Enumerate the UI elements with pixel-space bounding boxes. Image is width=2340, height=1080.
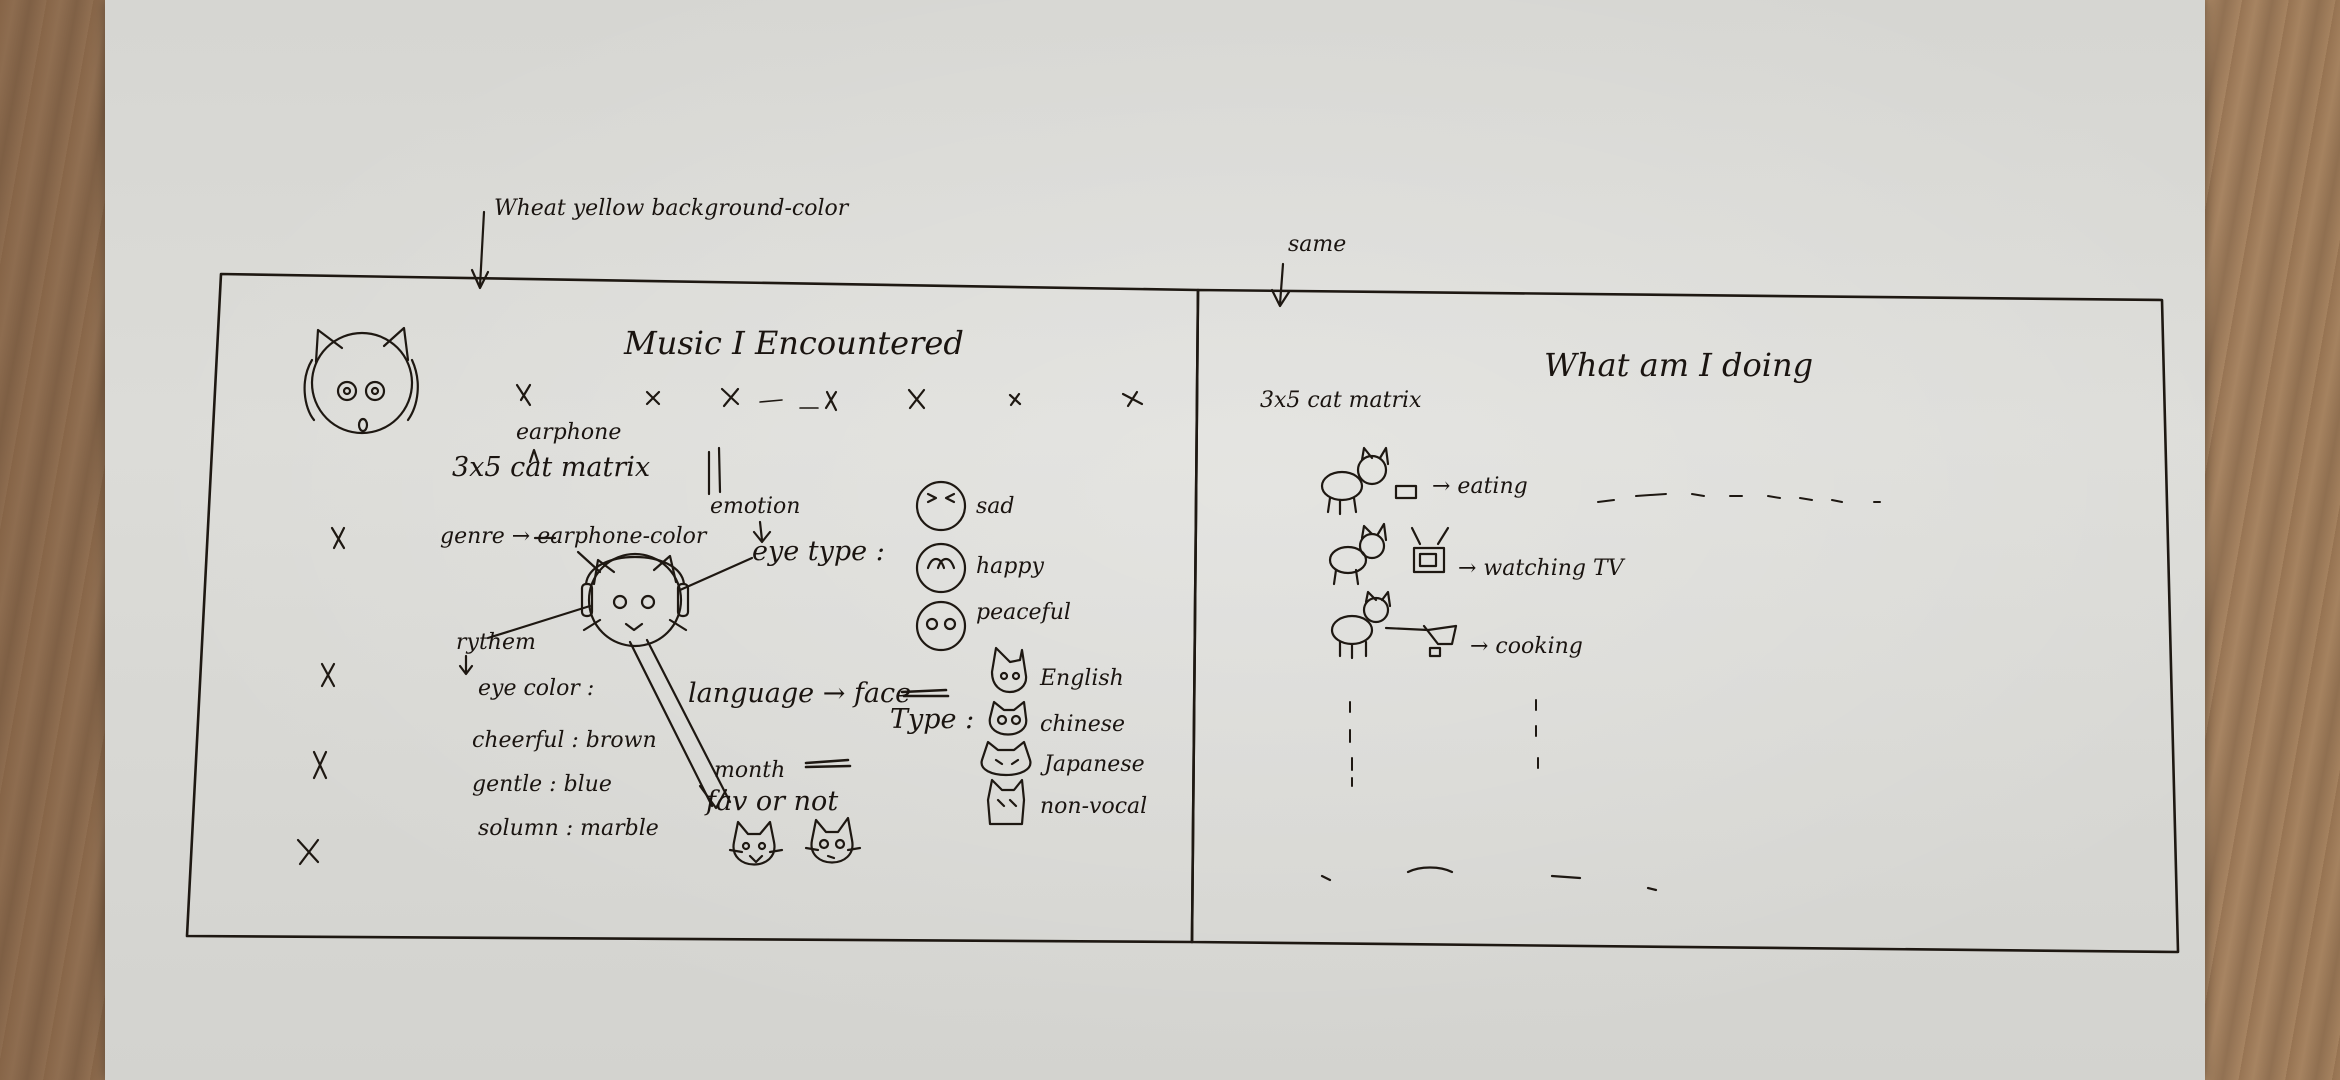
language-cat-faces xyxy=(980,646,1032,826)
activity-watching-tv: → watching TV xyxy=(1458,556,1624,581)
background-color-note: Wheat yellow background-color xyxy=(494,196,849,221)
fav-label: fav or not xyxy=(706,786,839,817)
activity-eating: → eating xyxy=(1432,474,1528,499)
earphone-label: earphone xyxy=(516,420,622,445)
right-matrix-label: 3x5 cat matrix xyxy=(1260,388,1422,413)
cat-watching-tv-drawing xyxy=(1328,522,1450,586)
same-note: same xyxy=(1288,232,1347,257)
month-label: month xyxy=(714,758,786,783)
same-arrow xyxy=(1270,262,1291,308)
header-cat-drawing xyxy=(303,326,419,435)
language-non-vocal: non-vocal xyxy=(1040,794,1148,819)
eye-type-peaceful: peaceful xyxy=(976,600,1071,625)
language-english: English xyxy=(1040,666,1124,691)
cat-eating-drawing xyxy=(1320,446,1881,516)
background-arrow xyxy=(470,210,490,290)
eye-color-label: eye color : xyxy=(478,676,595,701)
eye-color-gentle: gentle : blue xyxy=(472,772,612,797)
left-matrix-label: 3x5 cat matrix xyxy=(452,452,651,483)
activity-cooking: → cooking xyxy=(1470,634,1583,659)
eye-type-faces xyxy=(915,480,967,652)
paper-sheet xyxy=(105,0,2205,1080)
language-label: language → face xyxy=(688,678,912,709)
fav-cat-drawings xyxy=(728,816,862,866)
eye-color-cheerful: cheerful : brown xyxy=(472,728,657,753)
genre-label: genre → earphone-color xyxy=(440,524,707,549)
eye-type-sad: sad xyxy=(976,494,1015,519)
type-label: Type : xyxy=(890,704,975,735)
cat-cooking-drawing xyxy=(1330,590,1458,660)
left-panel-title: Music I Encountered xyxy=(624,324,964,362)
top-row-x-marks xyxy=(515,383,1144,412)
language-chinese: chinese xyxy=(1040,712,1126,737)
eye-type-happy: happy xyxy=(976,554,1044,579)
emotion-label: emotion xyxy=(710,494,801,519)
right-panel-frame xyxy=(1190,288,2180,954)
central-cat-drawing xyxy=(580,552,690,648)
rhythm-label: rythem xyxy=(456,630,536,655)
right-panel-title: What am I doing xyxy=(1544,346,1814,384)
language-japanese: Japanese xyxy=(1044,752,1145,777)
eye-color-solumn: solumn : marble xyxy=(478,816,659,841)
left-column-x-marks xyxy=(296,526,346,866)
eye-type-label: eye type : xyxy=(752,536,885,567)
